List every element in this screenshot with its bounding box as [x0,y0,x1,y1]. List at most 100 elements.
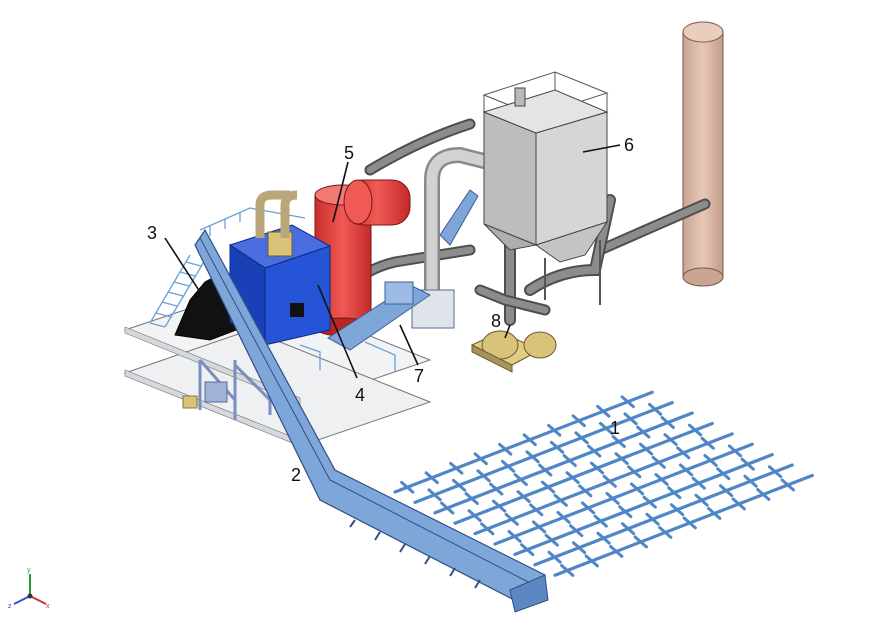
grate-crosspiece [571,541,587,555]
grate-crosspiece [633,535,648,549]
grate-crosspiece [642,495,657,509]
grate-crosspiece [611,435,626,448]
grate-crosspiece [544,533,559,547]
grate-crosspiece [480,522,495,536]
label-8: 8 [491,311,501,331]
belt-conveyor [327,281,431,351]
grate-crosspiece [627,465,642,479]
grate-crosspiece [694,493,709,507]
grate-crosspiece [571,414,586,428]
grate-crosspiece [676,446,691,460]
grate-crosspiece [491,499,507,513]
grate-crosspiece [636,425,651,439]
grate-crosspiece [476,469,491,483]
grate-crosspiece [620,395,635,409]
label-3: 3 [147,223,157,243]
grate-crosspiece [507,529,522,543]
grate-crosspiece [767,465,783,479]
grate-crosspiece [654,472,669,486]
grate-crosspiece [424,471,439,485]
grate-crosspiece [440,501,455,515]
grate-crosspiece [556,510,571,524]
grate-crosspiece [584,554,599,568]
label-1: 1 [610,418,620,438]
grate-crosspiece [645,512,660,526]
grate-crosspiece [562,454,577,467]
labels: 1 2 3 4 5 6 7 8 [147,135,634,485]
grate-crosspiece [658,526,673,539]
grate-crosspiece [663,433,678,447]
label-5: 5 [344,143,354,163]
grate-crosspiece [620,522,636,536]
grate-crosspiece [716,467,731,481]
chain-conveyor [194,228,549,613]
label-6: 6 [624,135,634,155]
grate-bar [433,411,694,515]
label-7: 7 [414,366,424,386]
grate-bar [393,390,654,494]
grate-crosspiece [602,474,617,488]
boiler [228,190,332,346]
grate-crosspiece [574,431,589,445]
grate-crosspiece [605,491,620,505]
grate-crosspiece [538,463,553,477]
grate-crosspiece [756,488,771,501]
axis-x-label: x [46,603,50,610]
grate-crosspiece [498,442,513,456]
grate-crosspiece [540,480,556,494]
grate-crosspiece [731,497,746,511]
grate-crosspiece [596,531,611,545]
grate-crosspiece [467,509,482,523]
grate-crosspiece [596,404,611,418]
grate-crosspiece [400,480,415,494]
grate-crosspiece [743,474,758,488]
grate-crosspiece [669,503,685,517]
grate-crosspiece [547,550,562,564]
chimney [682,21,724,287]
grate-crosspiece [427,488,442,502]
grate-crosspiece [740,457,755,471]
grate-crosspiece [593,514,608,528]
grate-crosspiece [464,492,479,505]
axis-y-label: y [27,567,31,574]
feed-chute [439,189,479,246]
grate-crosspiece [449,461,464,475]
grate-crosspiece [667,486,682,500]
grate-crosspiece [587,444,602,458]
grate-bar [553,473,814,577]
grate-bar [473,432,734,536]
grate-crosspiece [589,461,605,475]
grate-crosspiece [489,482,504,496]
leader-lines [164,144,621,379]
grate-crosspiece [549,440,565,454]
grate-crosspiece [707,507,722,520]
grate-crosspiece [473,452,488,466]
grate-crosspiece [660,416,675,429]
label-2: 2 [291,465,301,485]
grate-crosspiece [614,452,629,466]
fan-unit [470,330,557,373]
grate-crosspiece [629,482,645,496]
reclaim-grate [393,390,814,577]
bag-filter [482,71,609,305]
grate-crosspiece [623,412,638,426]
grate-crosspiece [780,478,795,492]
grate-crosspiece [609,545,624,558]
axis-z-label: z [8,603,12,610]
grate-crosspiece [516,490,531,504]
grate-crosspiece [651,455,666,469]
grate-crosspiece [529,503,544,517]
grate-crosspiece [727,444,743,458]
grate-crosspiece [531,520,547,534]
grate-crosspiece [678,463,694,477]
grate-crosspiece [451,478,467,492]
grate-crosspiece [598,421,614,435]
grate-crosspiece [560,564,575,577]
grate-crosspiece [682,516,697,530]
grate-crosspiece [618,505,633,519]
grate-crosspiece [504,512,519,526]
grate-crosspiece [513,473,528,486]
label-4: 4 [355,385,365,405]
grate-crosspiece [578,484,593,498]
